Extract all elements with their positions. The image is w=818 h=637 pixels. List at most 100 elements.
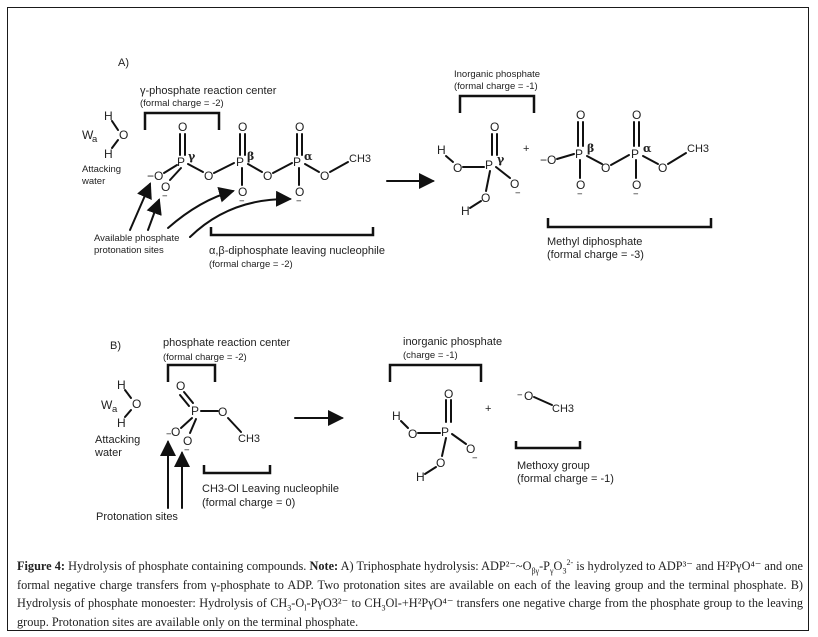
attacking-water-label-b-2: water (94, 447, 122, 459)
minus-sign: − (184, 445, 190, 456)
minus-sign: − (166, 429, 172, 440)
caption-subscript: 3 (562, 566, 567, 576)
figure-label: Figure 4: (17, 559, 65, 573)
minus-sign: − (162, 191, 168, 202)
attacking-water-label-2: water (81, 176, 105, 187)
water-w-label: W (101, 398, 113, 412)
atom-o: O (295, 120, 304, 134)
inorganic-phosphate-bracket (458, 94, 536, 113)
plus-sign: + (485, 403, 491, 415)
atom-p-alpha: P (631, 147, 639, 161)
atom-p-beta: P (236, 155, 244, 169)
caption-superscript: 2- (566, 557, 574, 567)
atom-h: H (117, 416, 126, 430)
plus-sign: + (523, 143, 529, 155)
atom-o: O (178, 120, 187, 134)
caption-subscript: 3 (381, 603, 386, 613)
atom-o: O (444, 387, 453, 401)
methyl-diphosphate-charge: (formal charge = -3) (547, 249, 644, 261)
panel-a: A) γ-phosphate reaction center (formal c… (81, 57, 713, 270)
atom-p-beta: P (575, 147, 583, 161)
atom-o: O (632, 178, 641, 192)
attacking-water-label-b: Attacking (95, 434, 140, 446)
methyl-group: CH3 (552, 403, 574, 415)
phosphate-reaction-center-charge: (formal charge = -2) (163, 352, 247, 363)
reaction-center-bracket (143, 111, 221, 130)
minus-sign: − (147, 169, 154, 183)
alpha-label: α (643, 142, 652, 155)
gamma-reaction-center-charge: (formal charge = -2) (140, 98, 224, 109)
attacking-water-molecule-b: W a H O H (101, 378, 141, 430)
atom-o-bridge: O (263, 169, 272, 183)
minus-sign: − (296, 196, 302, 207)
protonation-arrows (129, 182, 292, 238)
caption-text: -O (291, 596, 305, 610)
atom-o: O (176, 379, 185, 393)
note-label: Note: (309, 559, 339, 573)
caption-subscript: 3 (287, 603, 292, 613)
atom-h: H (104, 147, 113, 161)
water-subscript: a (92, 134, 98, 145)
caption-text: O (553, 559, 563, 573)
caption-text: A) Triphosphate hydrolysis: ADP²⁻~O (338, 559, 532, 573)
methyl-diphosphate-bracket (546, 218, 713, 229)
atom-h: H (104, 109, 113, 123)
protonation-sites-label-b: Protonation sites (96, 511, 178, 523)
atom-o: O (490, 120, 499, 134)
methoxy-bracket (514, 441, 582, 450)
methyl-diphosphate-molecule: − O O P β O − O O P α O − O CH3 (540, 108, 709, 200)
water-w-label: W (82, 128, 94, 142)
atom-p-gamma: P (177, 155, 185, 169)
atom-o: O (408, 427, 417, 441)
caption-subscript: βγ (531, 566, 540, 576)
atom-o: O (320, 169, 329, 183)
attacking-water-molecule: W a H O H (82, 109, 128, 161)
phosphate-reaction-center-title: phosphate reaction center (163, 337, 291, 349)
panel-a-label: A) (118, 57, 129, 69)
atom-p: P (485, 158, 493, 172)
atom-o: O (132, 397, 141, 411)
atom-p-alpha: P (293, 155, 301, 169)
atom-o: O (154, 169, 163, 183)
atom-h: H (437, 143, 446, 157)
triphosphate-molecule: O P γ − O O − O O P β O − O O P (147, 120, 371, 207)
minus-sign: − (577, 189, 583, 200)
caption-text: Ol-+H²PγO⁴⁻ transfers one negative charg… (17, 596, 803, 629)
atom-o: O (547, 153, 556, 167)
methyl-group: CH3 (687, 143, 709, 155)
caption-text: -P (539, 559, 550, 573)
inorganic-phosphate-bracket-b (388, 363, 483, 382)
attacking-water-label: Attacking (82, 164, 121, 175)
inorganic-phosphate-title-b: inorganic phosphate (403, 336, 502, 348)
minus-sign: − (633, 189, 639, 200)
panel-b: B) phosphate reaction center (formal cha… (94, 336, 614, 523)
minus-sign: − (515, 188, 521, 199)
atom-o: O (119, 128, 128, 142)
atom-o: O (576, 108, 585, 122)
methoxy-charge: (formal charge = -1) (517, 473, 614, 485)
atom-o: O (238, 120, 247, 134)
caption-text: -PγO3²⁻ to CH (306, 596, 382, 610)
water-subscript: a (112, 404, 118, 415)
leaving-group-bracket-b (202, 465, 272, 475)
leaving-nucleophile-title-b: CH3-Ol Leaving nucleophile (202, 483, 339, 495)
caption-subscript: γ (550, 566, 554, 576)
minus-sign: − (540, 153, 547, 167)
atom-o: O (510, 177, 519, 191)
minus-sign: − (239, 196, 245, 207)
protonation-sites-label-2: protonation sites (94, 245, 164, 256)
figure-caption: Figure 4: Hydrolysis of phosphate contai… (17, 557, 803, 631)
inorganic-phosphate-title: Inorganic phosphate (454, 69, 540, 80)
panel-b-label: B) (110, 340, 121, 352)
atom-o: O (632, 108, 641, 122)
atom-o: O (466, 442, 475, 456)
inorganic-phosphate-molecule: O P γ H O O − O H (437, 120, 521, 218)
protonation-sites-label: Available phosphate (94, 233, 179, 244)
gamma-label: γ (497, 153, 505, 166)
gamma-reaction-center-title: γ-phosphate reaction center (140, 85, 277, 97)
reaction-diagram: A) γ-phosphate reaction center (formal c… (81, 57, 713, 523)
inorganic-phosphate-charge-b: (charge = -1) (403, 350, 458, 361)
atom-o: O (171, 425, 180, 439)
caption-text: is hydrolyzed to ADP³⁻ and H²PγO⁴⁻ and o… (17, 559, 804, 610)
minus-sign: − (517, 390, 523, 401)
